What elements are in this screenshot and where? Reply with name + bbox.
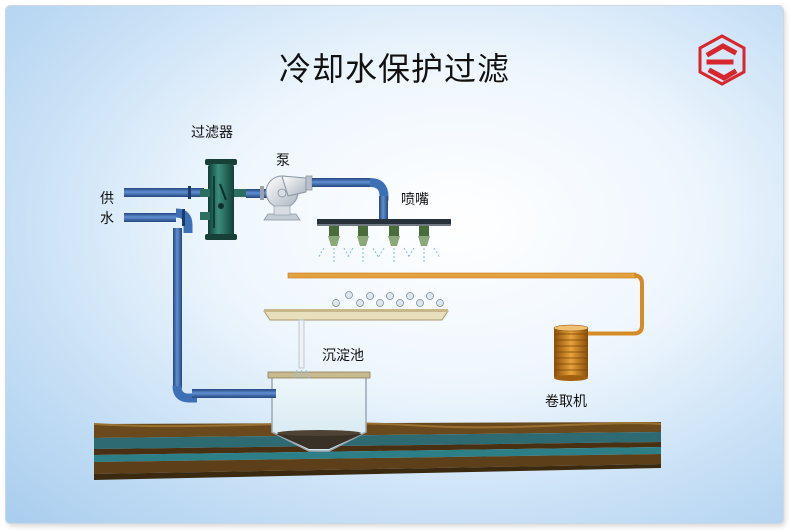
- ground-strata: [93, 422, 662, 480]
- nozzle-label: 喷嘴: [401, 192, 429, 208]
- process-diagram: [93, 34, 746, 480]
- coiler-label: 卷取机: [545, 394, 587, 410]
- nozzle-1: [317, 226, 351, 262]
- steel-strip: [287, 272, 644, 336]
- pump-to-nozzle-pipe: [312, 178, 389, 220]
- supply-upper-pipe: [124, 186, 204, 226]
- filter-to-pump-pipe: [246, 189, 268, 198]
- company-logo: [698, 34, 746, 86]
- page-title: 冷却水保护过滤: [278, 50, 510, 88]
- nozzle-header: [317, 219, 451, 226]
- water-droplets: [332, 291, 444, 307]
- supply-label-char2: 水: [100, 211, 114, 227]
- pump: [260, 175, 313, 221]
- pump-label: 泵: [276, 153, 290, 169]
- settling-tank-label: 沉淀池: [322, 348, 364, 364]
- collection-tray: [263, 309, 449, 321]
- coiler: [553, 324, 589, 381]
- nozzle-2: [346, 226, 380, 262]
- drain-pipe: [293, 319, 310, 379]
- nozzle-3: [377, 226, 411, 262]
- diagram-frame: 冷却水保护过滤 过滤器 泵 喷嘴 供 水 沉淀池 卷取机: [6, 6, 783, 523]
- supply-lower-pipe: [124, 208, 276, 403]
- filter-vessel: [200, 159, 246, 240]
- filter-label: 过滤器: [191, 125, 233, 141]
- nozzle-4: [407, 226, 441, 262]
- settling-tank: [267, 371, 371, 452]
- supply-label-char1: 供: [100, 191, 114, 207]
